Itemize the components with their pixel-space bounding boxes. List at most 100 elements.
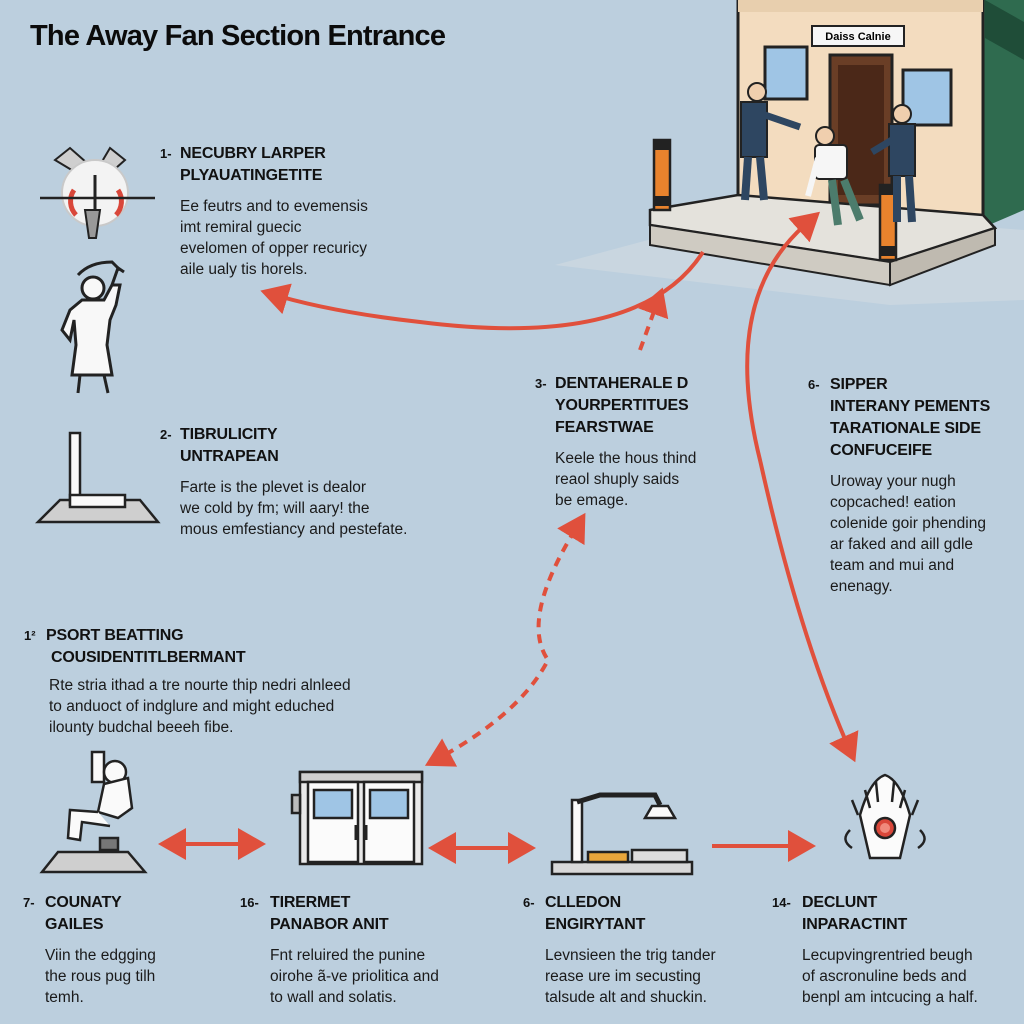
step-heading: COUNATY GAILES (45, 892, 156, 936)
body-line: reaol shuply saids (555, 471, 680, 488)
body-line: Ee feutrs and to evemensis (180, 198, 368, 215)
step-heading: SIPPER INTERANY PEMENTS TARATIONALE SIDE… (830, 374, 990, 462)
step-body: Fnt reluired the punine oirohe ã-ve prio… (270, 945, 439, 1008)
body-line: we cold by fm; will aary! the (180, 500, 370, 517)
barrier-gate-icon (40, 146, 155, 239)
entrance-sign (811, 25, 905, 47)
body-line: copcached! eation (830, 494, 956, 511)
body-line: mous emfestiancy and pestefate. (180, 521, 408, 538)
page-title: The Away Fan Section Entrance (30, 20, 446, 52)
body-line: imt remiral guecic (180, 219, 302, 236)
heading-line: GAILES (45, 916, 104, 933)
step-body: Uroway your nugh copcached! eation colen… (830, 471, 990, 597)
stadium-building: Daiss Calnie (555, 0, 1024, 305)
step-heading: CLLEDON ENGIRYTANT (545, 892, 716, 936)
step-body: Farte is the plevet is dealor we cold by… (180, 477, 407, 540)
bollard-right (878, 183, 898, 262)
step-body: Ee feutrs and to evemensis imt remiral g… (180, 196, 368, 280)
heading-line: CLLEDON (545, 894, 621, 911)
step-number: 6- (808, 377, 820, 392)
step-1: 1- NECUBRY LARPER PLYAUATINGETITE Ee feu… (160, 143, 368, 280)
body-line: colenide goir phending (830, 515, 986, 532)
heading-line: COUNATY (45, 894, 122, 911)
doorway-booth-icon (290, 770, 424, 866)
body-line: temh. (45, 989, 84, 1006)
step-heading: DECLUNT INPARACTINT (802, 892, 978, 936)
body-line: Rte stria ithad a tre nourte thip nedri … (49, 677, 351, 694)
body-line: aile ualy tis horels. (180, 261, 308, 278)
step-number: 6- (523, 895, 535, 910)
body-line: Keele the hous thind (555, 450, 697, 467)
heading-line: DENTAHERALE D (555, 375, 689, 392)
arrow-to-alarm (745, 211, 859, 763)
step-number: 16- (240, 895, 259, 910)
dashed-arrow-to-booth (424, 512, 586, 767)
step-number: 3- (535, 376, 547, 391)
step-7: 16- TIRERMET PANABOR ANIT Fnt reluired t… (240, 892, 439, 1008)
step-body: Keele the hous thind reaol shuply saids … (555, 448, 696, 511)
step-body: Levnsieen the trig tander rease ure im s… (545, 945, 716, 1008)
body-line: Fnt reluired the punine (270, 947, 426, 964)
heading-line: YOURPERTITUES (555, 397, 689, 414)
body-line: Farte is the plevet is dealor (180, 479, 367, 496)
security-guard-left (740, 82, 802, 201)
heading-line: TIBRULICITY (180, 426, 278, 443)
body-line: ilounty budchal beeeh fibe. (49, 719, 234, 736)
step-9: 14- DECLUNT INPARACTINT Lecupvingrentrie… (772, 892, 978, 1008)
step-heading: NECUBRY LARPER PLYAUATINGETITE (180, 143, 368, 187)
stand-post-icon (34, 431, 161, 524)
heading-line: ENGIRYTANT (545, 916, 646, 933)
body-line: Levnsieen the trig tander (545, 947, 716, 964)
step-8: 6- CLLEDON ENGIRYTANT Levnsieen the trig… (523, 892, 716, 1008)
step-heading: PSORT BEATTING COUSIDENTITLBERMANT (46, 625, 351, 669)
flow-arrows (158, 211, 859, 864)
heading-line: SIPPER (830, 376, 888, 393)
body-line: Lecupvingrentried beugh (802, 947, 973, 964)
step-body: Lecupvingrentried beugh of ascronuline b… (802, 945, 978, 1008)
step-2: 2- TIBRULICITY UNTRAPEAN Farte is the pl… (160, 424, 407, 540)
body-line: team and mui and (830, 557, 955, 574)
body-line: the rous pug tilh (45, 968, 156, 985)
body-line: ar faked and aill gdle (830, 536, 974, 553)
body-line: be emage. (555, 492, 629, 509)
step-body: Rte stria ithad a tre nourte thip nedri … (46, 675, 351, 738)
body-line: enenagy. (830, 578, 893, 595)
heading-line: FEARSTWAE (555, 419, 654, 436)
body-line: rease ure im secusting (545, 968, 701, 985)
step-number: 7- (23, 895, 35, 910)
step-number: 14- (772, 895, 791, 910)
heading-line: INPARACTINT (802, 916, 908, 933)
step-body: Viin the edgging the rous pug tilh temh. (45, 945, 156, 1008)
scanner-machine-icon (550, 792, 694, 876)
body-line: Uroway your nugh (830, 473, 956, 490)
body-line: benpl am intcucing a half. (802, 989, 978, 1006)
heading-line: PLYAUATINGETITE (180, 167, 323, 184)
step-heading: TIBRULICITY UNTRAPEAN (180, 424, 407, 468)
step-number: 1² (24, 628, 36, 643)
heading-line: PSORT BEATTING (46, 627, 184, 644)
step-3: 3- DENTAHERALE D YOURPERTITUES FEARSTWAE… (535, 373, 696, 511)
step-6: 7- COUNATY GAILES Viin the edgging the r… (23, 892, 156, 1008)
step-number: 2- (160, 427, 172, 442)
heading-line: TARATIONALE SIDE (830, 420, 981, 437)
heading-line: TIRERMET (270, 894, 351, 911)
step-heading: TIRERMET PANABOR ANIT (270, 892, 439, 936)
heading-line: CONFUCEIFE (830, 442, 933, 459)
heading-line: DECLUNT (802, 894, 878, 911)
person-reaching-icon (60, 260, 125, 394)
body-line: Viin the edgging (45, 947, 156, 964)
heading-line: PANABOR ANIT (270, 916, 389, 933)
heading-line: COUSIDENTITLBERMANT (51, 649, 246, 666)
alarm-device-icon (844, 773, 926, 860)
body-line: talsude alt and shuckin. (545, 989, 707, 1006)
heading-line: NECUBRY LARPER (180, 145, 326, 162)
body-line: oirohe ã-ve priolitica and (270, 968, 439, 985)
heading-line: UNTRAPEAN (180, 448, 279, 465)
security-guard-right (870, 104, 916, 223)
entrance-sign-text: Daiss Calnie (825, 31, 890, 43)
body-line: of ascronuline beds and (802, 968, 967, 985)
heading-line: INTERANY PEMENTS (830, 398, 991, 415)
step-heading: DENTAHERALE D YOURPERTITUES FEARSTWAE (555, 373, 696, 439)
step-4: 1² PSORT BEATTING COUSIDENTITLBERMANT Rt… (24, 625, 351, 738)
step-5: 6- SIPPER INTERANY PEMENTS TARATIONALE S… (808, 374, 990, 597)
